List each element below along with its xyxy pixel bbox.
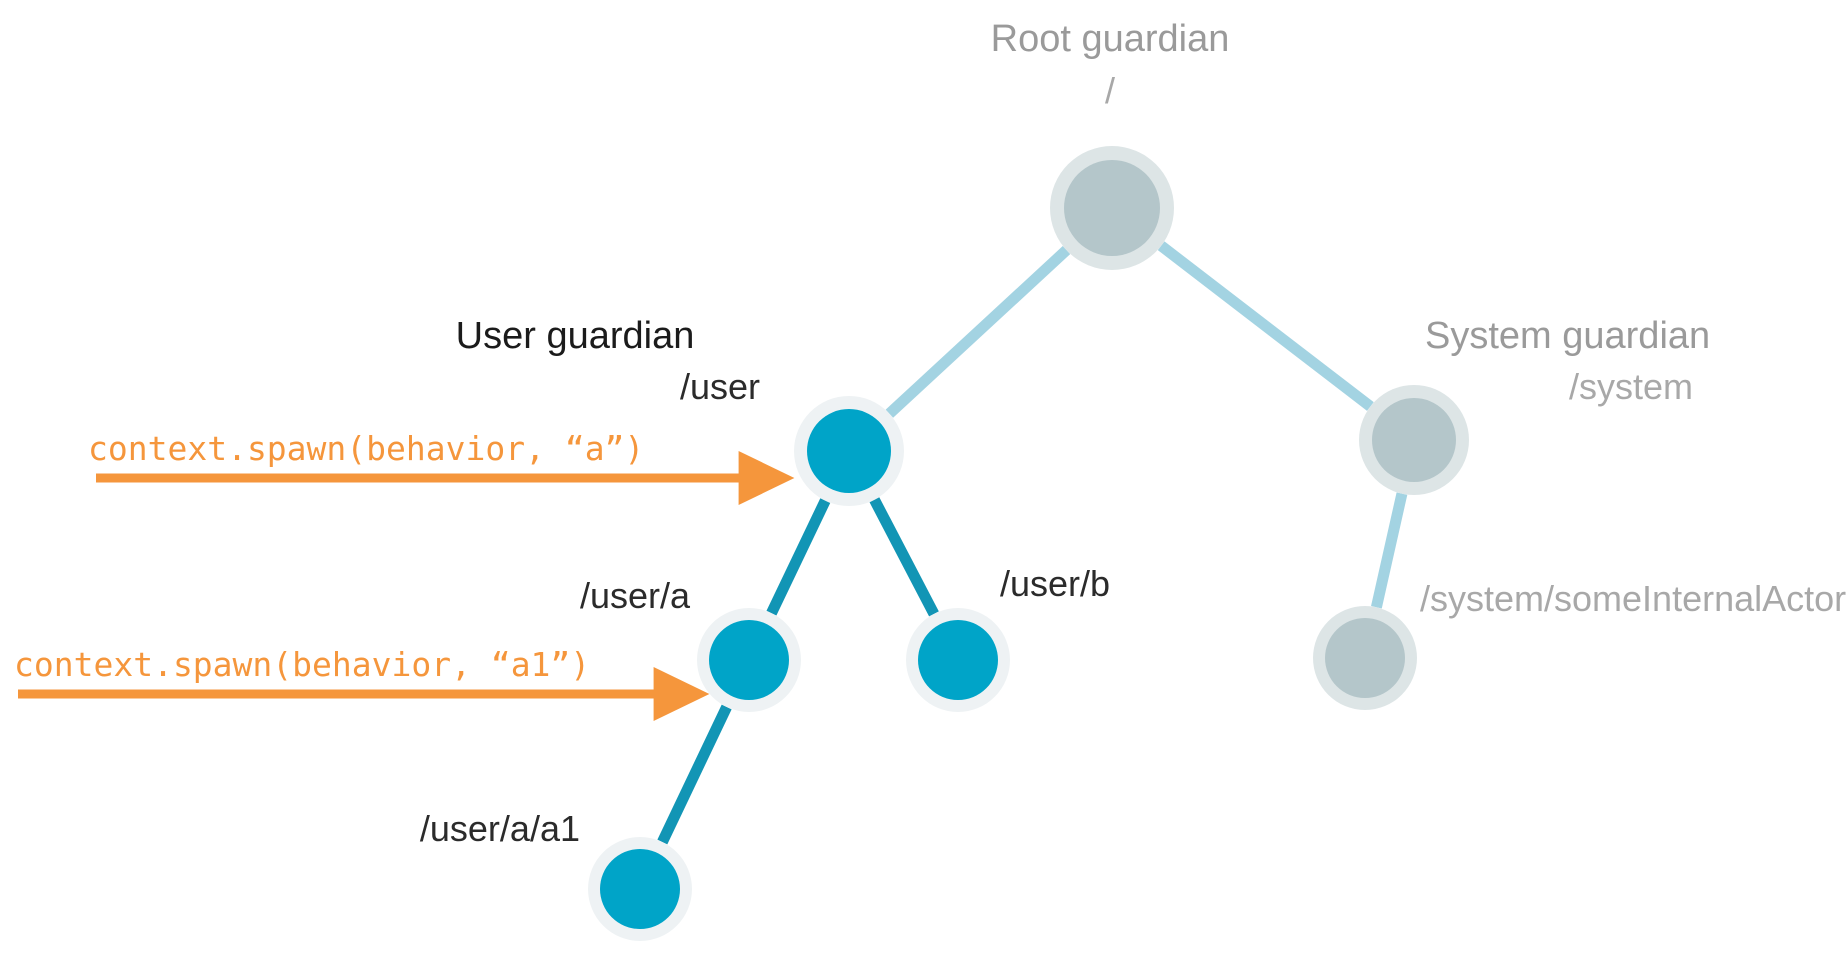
node-disc-sys_int [1325,618,1405,698]
node-system[interactable] [1359,385,1469,495]
user-a-path: /user/a [579,575,690,616]
node-user_b[interactable] [906,608,1010,712]
annotation-arrows-layer [18,451,795,721]
edge-user-to-user_b [869,497,939,617]
node-root[interactable] [1050,146,1174,270]
node-sys_int[interactable] [1313,606,1417,710]
system-guardian-title: System guardian [1425,315,1711,357]
root-guardian-title: Root guardian [990,18,1230,60]
spawn-a1-code-label: context.spawn(behavior, “a1”) [14,645,591,684]
edge-user_a-to-user_a_a1 [657,704,732,845]
system-internal-actor-path: /system/someInternalActor [1420,578,1847,619]
node-disc-system [1372,398,1456,482]
user-guardian-path: /user [679,366,760,407]
root-guardian-path: / [1104,70,1115,111]
nodes-layer [588,146,1469,941]
edge-system-to-sys_int [1371,492,1408,609]
node-disc-user_a_a1 [600,849,680,929]
user-a-a1-path: /user/a/a1 [419,808,580,849]
node-disc-user_a [709,620,789,700]
node-user_a[interactable] [697,608,801,712]
system-guardian-path: /system [1568,366,1693,407]
node-user_a_a1[interactable] [588,837,692,941]
node-user[interactable] [794,396,904,506]
edge-user-to-user_a [766,498,831,616]
edge-root-to-user [885,246,1071,418]
user-guardian-title: User guardian [455,315,695,357]
node-disc-user [807,409,891,493]
node-disc-root [1064,160,1160,256]
node-disc-user_b [918,620,998,700]
user-b-path: /user/b [1000,563,1111,604]
edge-root-to-system [1157,241,1374,411]
edges-layer [657,241,1408,845]
spawn-a-code-label: context.spawn(behavior, “a”) [88,429,645,468]
